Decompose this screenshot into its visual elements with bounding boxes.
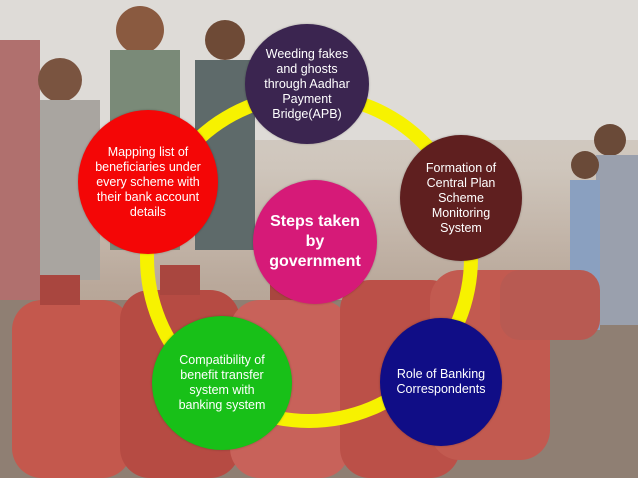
center-node-label: Steps taken by government [269, 213, 361, 270]
node-banking-correspondents: Role of Banking Correspondents [380, 318, 502, 446]
node-banking-correspondents-label: Role of Banking Correspondents [396, 367, 486, 396]
node-weeding-fakes: Weeding fakes and ghosts through Aadhar … [245, 24, 369, 144]
node-weeding-fakes-label: Weeding fakes and ghosts through Aadhar … [264, 46, 350, 121]
center-node: Steps taken by government [253, 180, 377, 304]
node-benefit-transfer-compatibility: Compatibility of benefit transfer system… [152, 316, 292, 450]
node-mapping-beneficiaries-label: Mapping list of beneficiaries under ever… [95, 144, 201, 219]
node-benefit-transfer-compatibility-label: Compatibility of benefit transfer system… [178, 353, 266, 412]
node-central-plan-monitoring-label: Formation of Central Plan Scheme Monitor… [425, 160, 497, 235]
node-mapping-beneficiaries: Mapping list of beneficiaries under ever… [78, 110, 218, 254]
node-central-plan-monitoring: Formation of Central Plan Scheme Monitor… [400, 135, 522, 261]
